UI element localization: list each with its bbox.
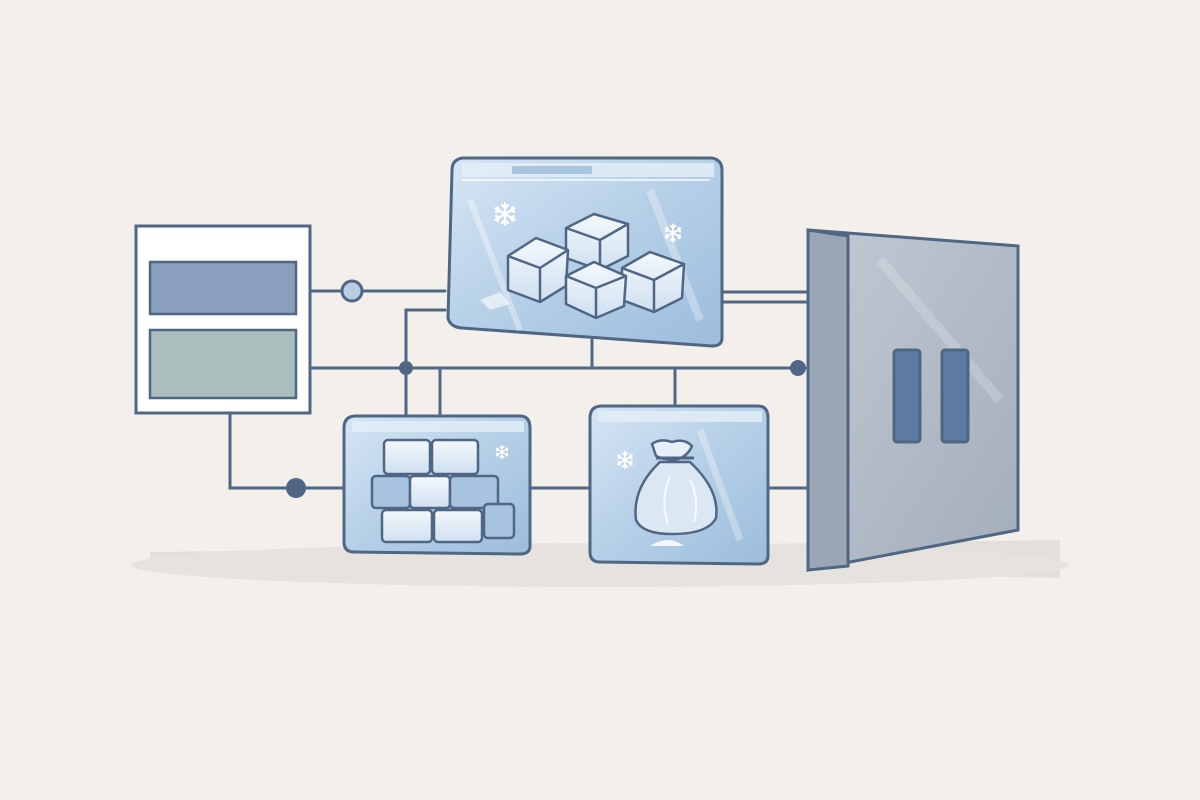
panel-bar-top — [148, 260, 298, 316]
ice-cubes-box — [446, 156, 724, 348]
connector-node — [790, 360, 806, 376]
door-handle-left — [892, 348, 922, 444]
ice-bag-icon — [634, 439, 718, 536]
door-handle-right — [940, 348, 970, 444]
connector-lines — [228, 289, 810, 490]
control-panel — [134, 224, 312, 415]
panel-bar-bottom — [148, 328, 298, 400]
connector-nodes — [286, 279, 806, 498]
ice-blocks-box — [342, 414, 532, 556]
ice-bag-box — [588, 404, 770, 566]
connector-node — [286, 478, 306, 498]
ice-cubes-icon — [506, 212, 686, 320]
ice-blocks-icon — [370, 438, 516, 544]
connector-node — [340, 279, 364, 303]
freezer-door — [806, 228, 1020, 572]
connector-node — [399, 361, 413, 375]
